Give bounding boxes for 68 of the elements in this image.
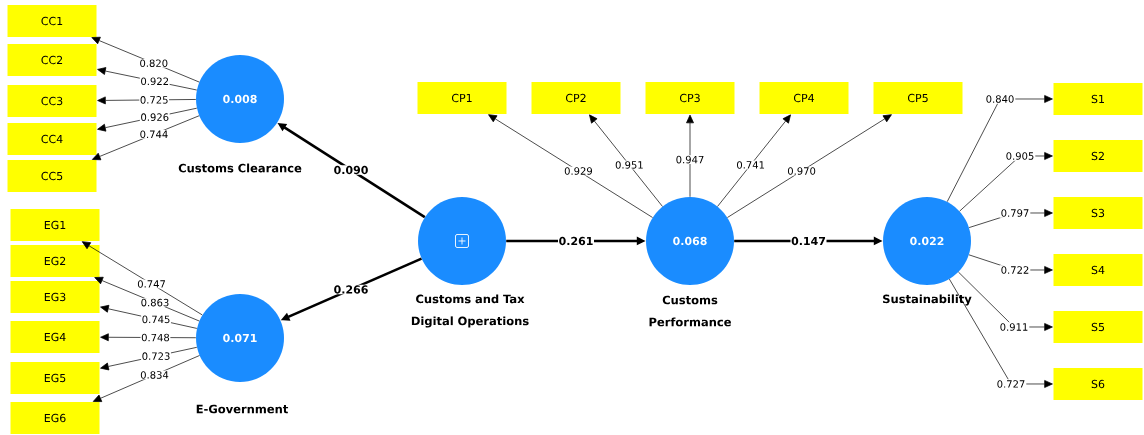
edge-label: 0.266 — [333, 284, 369, 295]
indicator-box: CP3 — [645, 82, 735, 114]
arrow — [958, 271, 1053, 331]
indicator-box: S4 — [1053, 254, 1143, 286]
arrow — [959, 152, 1053, 212]
arrow — [92, 115, 200, 161]
arrow — [717, 114, 791, 207]
construct-name: Customs Clearance — [178, 163, 302, 173]
edge-label: 0.947 — [675, 155, 705, 164]
indicator-box: CP1 — [417, 82, 507, 114]
indicator-box: EG2 — [10, 245, 100, 277]
edge-label: 0.922 — [139, 76, 170, 86]
edge-label: 0.820 — [138, 58, 169, 68]
indicator-box: S6 — [1053, 368, 1143, 400]
indicator-box: EG5 — [10, 362, 100, 394]
edge-label: 0.863 — [140, 298, 170, 307]
edge-label: 0.905 — [1004, 151, 1036, 161]
construct-name: Customs and Tax Digital Operations — [411, 294, 529, 328]
edge-label: 0.722 — [999, 265, 1031, 275]
arrow — [92, 355, 200, 402]
arrow — [946, 95, 1053, 203]
indicator-box: S2 — [1053, 140, 1143, 172]
arrow — [589, 114, 663, 207]
edge-label: 0.744 — [139, 129, 169, 139]
construct-name: E-Government — [196, 404, 289, 414]
edge-label: 0.797 — [999, 208, 1031, 218]
arrow — [94, 276, 200, 322]
edge-label: 0.929 — [563, 166, 594, 176]
edge-label: 0.834 — [139, 370, 170, 380]
edge-label: 0.748 — [140, 333, 171, 342]
indicator-box: CP5 — [873, 82, 963, 114]
indicator-box: EG3 — [10, 281, 100, 313]
indicator-box: CP4 — [759, 82, 849, 114]
indicator-box: CC5 — [7, 160, 97, 192]
edge-label: 0.147 — [790, 236, 827, 246]
edge-label: 0.741 — [735, 160, 766, 170]
edge-label: 0.723 — [141, 351, 171, 361]
arrow — [727, 114, 892, 218]
edge-label: 0.970 — [786, 166, 817, 176]
arrow — [686, 114, 694, 198]
indicator-box: S3 — [1053, 197, 1143, 229]
edge-label: 0.261 — [558, 236, 594, 246]
edge-label: 0.727 — [995, 379, 1027, 389]
edge-label: 0.747 — [136, 279, 167, 289]
edge-label: 0.926 — [139, 112, 170, 122]
indicator-box: EG1 — [10, 209, 100, 241]
arrow — [81, 241, 203, 316]
indicator-box: CC1 — [7, 5, 97, 37]
arrow — [91, 36, 200, 83]
edge-label: 0.090 — [333, 165, 369, 175]
edge-label: 0.911 — [998, 322, 1030, 332]
construct-circle — [418, 197, 506, 285]
indicator-box: CC2 — [7, 44, 97, 76]
indicator-box: EG4 — [10, 321, 100, 353]
indicator-box: S5 — [1053, 311, 1143, 343]
edge-label: 0.725 — [139, 95, 170, 105]
edge-label: 0.745 — [141, 315, 171, 324]
indicator-box: CC4 — [7, 123, 97, 155]
indicator-box: CP2 — [531, 82, 621, 114]
construct-name: Sustainability — [883, 294, 972, 306]
edge-label: 0.840 — [984, 94, 1016, 104]
construct-name: Customs Performance — [649, 295, 731, 327]
arrow — [949, 278, 1053, 388]
indicator-box: EG6 — [10, 402, 100, 434]
arrow — [488, 114, 653, 218]
indicator-box: S1 — [1053, 83, 1143, 115]
edge-label: 0.951 — [614, 160, 645, 170]
indicator-box: CC3 — [7, 85, 97, 117]
